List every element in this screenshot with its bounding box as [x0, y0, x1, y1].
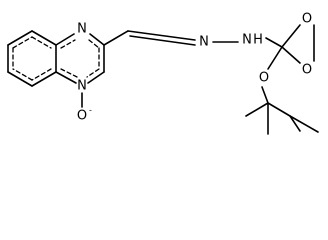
dioxirane-ring [281, 24, 315, 64]
benzene-ring [7, 30, 57, 87]
atom-label-o-ether: O [259, 71, 269, 86]
atom-label-o-dioxirane-bottom: O [302, 63, 312, 78]
tert-butoxy-group [245, 46, 319, 135]
atom-label-o-oxide: O [77, 109, 87, 124]
atom-label-o-dioxirane-top: O [302, 12, 312, 27]
hydrazone-chain [103, 30, 283, 48]
atom-label-n-hydrazone-2: N [242, 33, 252, 48]
atom-label-n-ring-top: N [77, 22, 87, 37]
atom-label-n-hydrazone-1: N [199, 35, 209, 50]
pyrazine-ring [55, 33, 105, 84]
atom-charge-o-oxide: - [89, 106, 92, 115]
chemical-structure-diagram: N N O - N N H O O O [7, 12, 319, 135]
atom-label-n-ring-bottom: N [77, 79, 87, 94]
atom-label-h-hydrazone: H [253, 33, 263, 48]
